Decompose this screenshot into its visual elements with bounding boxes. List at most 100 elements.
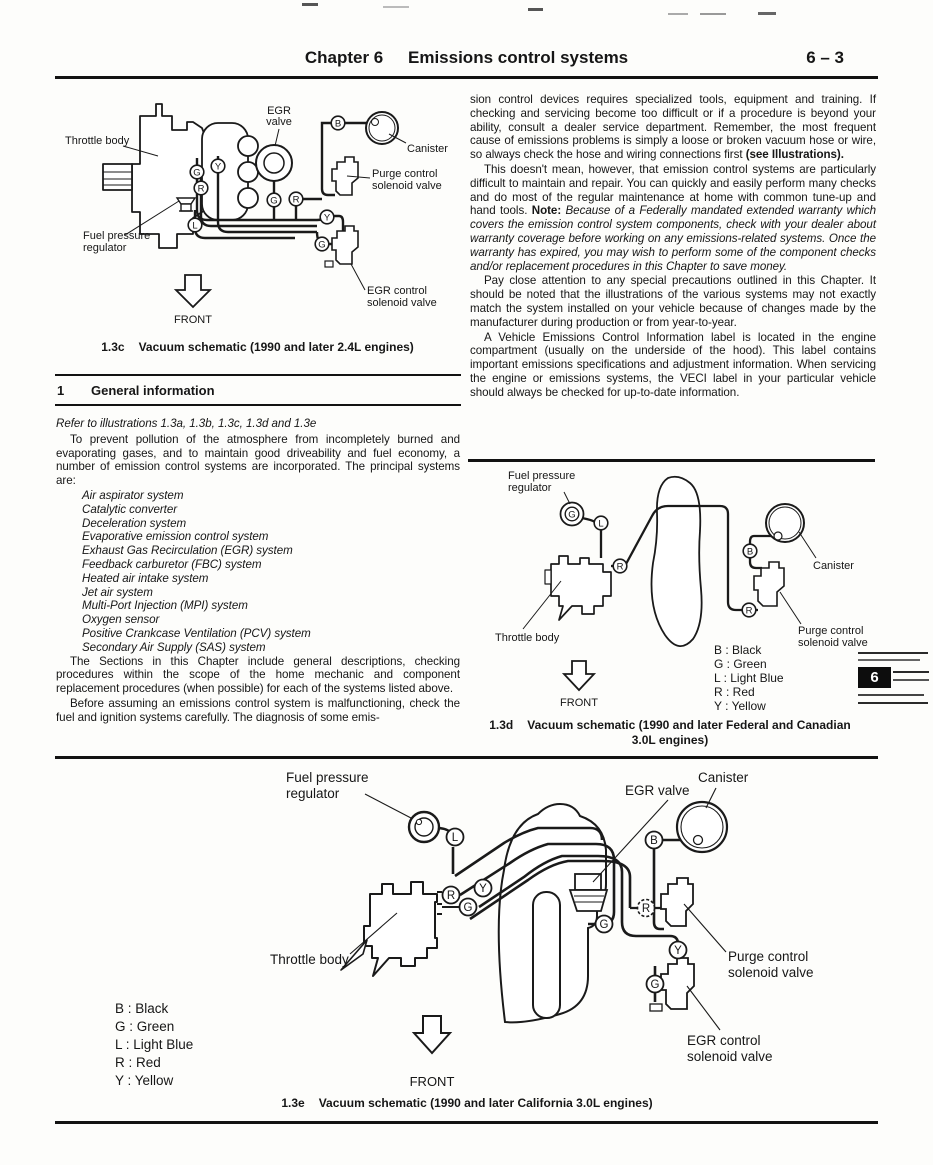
- figure-title: Vacuum schematic (1990 and later Federal…: [527, 718, 851, 732]
- throttle-body-label: Throttle body: [65, 135, 130, 147]
- front-arrow-icon: [561, 660, 597, 692]
- hose-badge: Y: [215, 162, 222, 173]
- hose-badge: R: [642, 903, 650, 915]
- chapter-number: Chapter 6: [304, 48, 384, 67]
- legend-row: R : Red: [115, 1055, 161, 1070]
- purge-valve-label: Purge control: [372, 168, 437, 180]
- list-item: Air aspirator system: [82, 488, 184, 502]
- list-item: Positive Crankcase Ventilation (PCV) sys…: [82, 626, 311, 640]
- note-text: Because of a Federally mandated extended…: [470, 204, 876, 273]
- section-number: 1: [57, 383, 65, 398]
- throttle-body-13e: [363, 881, 438, 977]
- canister-13d: [765, 503, 805, 543]
- chapter-edge-tab: 6: [858, 650, 933, 706]
- list-item: Heated air intake system: [82, 571, 209, 585]
- hose-badge: Y: [674, 945, 682, 957]
- figure-title: Vacuum schematic (1990 and later Califor…: [318, 1096, 653, 1110]
- fuel-regulator-label: Fuel pressure: [508, 470, 575, 482]
- fuel-regulator-label: regulator: [508, 482, 552, 494]
- scan-mark: [383, 6, 409, 8]
- chapter-tab-number: 6: [858, 667, 891, 688]
- hose-badge: R: [617, 562, 624, 573]
- hose-badge: G: [464, 902, 473, 914]
- hose-color-badges-13e: L R G Y B G R Y G: [441, 827, 688, 994]
- tab-line: [893, 671, 929, 673]
- purge-valve-label: solenoid valve: [372, 180, 442, 192]
- bottom-rule: [55, 1121, 878, 1124]
- left-column: Refer to illustrations 1.3a, 1.3b, 1.3c,…: [56, 417, 460, 726]
- hose-badge: R: [746, 606, 753, 617]
- vacuum-schematic-13e: L R G Y B G R Y G Fuel pressure regulato…: [115, 770, 814, 1089]
- page-header: Chapter 6 Emissions control systems 6 – …: [55, 48, 878, 70]
- paragraph-bold-text: (see Illustrations).: [745, 148, 844, 162]
- egr-valve-label: EGR: [267, 105, 291, 117]
- intake-plenum-13d: [650, 475, 703, 647]
- header-rule: [55, 76, 878, 79]
- paragraph: A Vehicle Emissions Control Information …: [470, 330, 876, 399]
- fuel-regulator-label: regulator: [286, 786, 340, 801]
- legend-row: L : Light Blue: [115, 1037, 193, 1052]
- hose-color-badges-13c: B Y G R L G R Y G: [187, 115, 346, 252]
- caption-13d: 1.3d Vacuum schematic (1990 and later Fed…: [468, 718, 872, 748]
- hose-badge: G: [600, 919, 609, 931]
- scan-mark: [700, 13, 726, 15]
- front-arrow-icon: [173, 274, 213, 309]
- purge-valve-13c: [331, 156, 359, 196]
- paragraph: Pay close attention to any special preca…: [470, 274, 876, 329]
- scan-mark: [528, 8, 543, 11]
- tab-line: [858, 694, 924, 696]
- canister-label: Canister: [698, 770, 749, 785]
- hose-badge: B: [650, 835, 658, 847]
- paragraph: sion control devices requires specialize…: [470, 93, 876, 162]
- color-legend-13d: B : Black G : Green L : Light Blue R : R…: [714, 643, 784, 713]
- hose-badge: G: [651, 979, 660, 991]
- paragraph: This doesn't mean, however, that emissio…: [470, 163, 876, 273]
- list-item: Oxygen sensor: [82, 613, 160, 627]
- front-arrow-icon: [411, 1015, 453, 1055]
- list-item: Feedback carburetor (FBC) system: [82, 557, 262, 571]
- scan-mark: [758, 12, 776, 15]
- front-label: FRONT: [410, 1074, 455, 1089]
- fuel-regulator-label: Fuel pressure: [83, 230, 150, 242]
- list-item: Exhaust Gas Recirculation (EGR) system: [82, 544, 293, 558]
- vacuum-schematic-13d: G L R B R Fuel pressure regulator Thrott…: [495, 470, 868, 713]
- hose-badge: L: [598, 519, 603, 530]
- egr-control-valve-13c: [331, 225, 359, 265]
- paragraph: The Sections in this Chapter include gen…: [56, 654, 460, 696]
- throttle-body-13d: [550, 555, 612, 621]
- hose-badge: Y: [324, 213, 331, 224]
- scan-mark: [302, 3, 318, 6]
- list-item: Catalytic converter: [82, 502, 178, 516]
- tab-line: [858, 659, 920, 661]
- legend-row: Y : Yellow: [714, 699, 766, 713]
- scan-mark: [668, 13, 688, 15]
- hose-badge: R: [198, 184, 205, 195]
- hose-badge: R: [447, 890, 455, 902]
- fuel-pressure-regulator-13c: [175, 197, 197, 212]
- hose-badge: B: [335, 119, 341, 130]
- column-rule: [468, 459, 875, 462]
- hose-badge: Y: [479, 883, 487, 895]
- purge-valve-label: solenoid valve: [728, 965, 814, 980]
- vacuum-schematic-13c: B Y G R L G R Y G Throttle body EGR valv…: [65, 103, 448, 326]
- figure-number: 1.3d: [489, 718, 514, 732]
- tab-line: [858, 702, 928, 704]
- chapter-title: Emissions control systems: [408, 48, 629, 67]
- hose-badge: L: [192, 221, 197, 232]
- figure-title-line2: 3.0L engines): [631, 733, 709, 747]
- note-label: Note:: [531, 204, 562, 218]
- egr-control-label: solenoid valve: [367, 297, 437, 309]
- front-label: FRONT: [174, 314, 212, 326]
- purge-valve-label: solenoid valve: [798, 637, 868, 649]
- egr-valve-13c: [263, 152, 285, 174]
- canister-label: Canister: [813, 560, 854, 572]
- chapter-heading: Chapter 6 Emissions control systems: [55, 48, 878, 68]
- list-item: Jet air system: [82, 585, 153, 599]
- egr-valve-label: valve: [266, 116, 292, 128]
- legend-row: R : Red: [714, 685, 755, 699]
- paragraph-text: This doesn't mean, however, that emissio…: [470, 162, 876, 218]
